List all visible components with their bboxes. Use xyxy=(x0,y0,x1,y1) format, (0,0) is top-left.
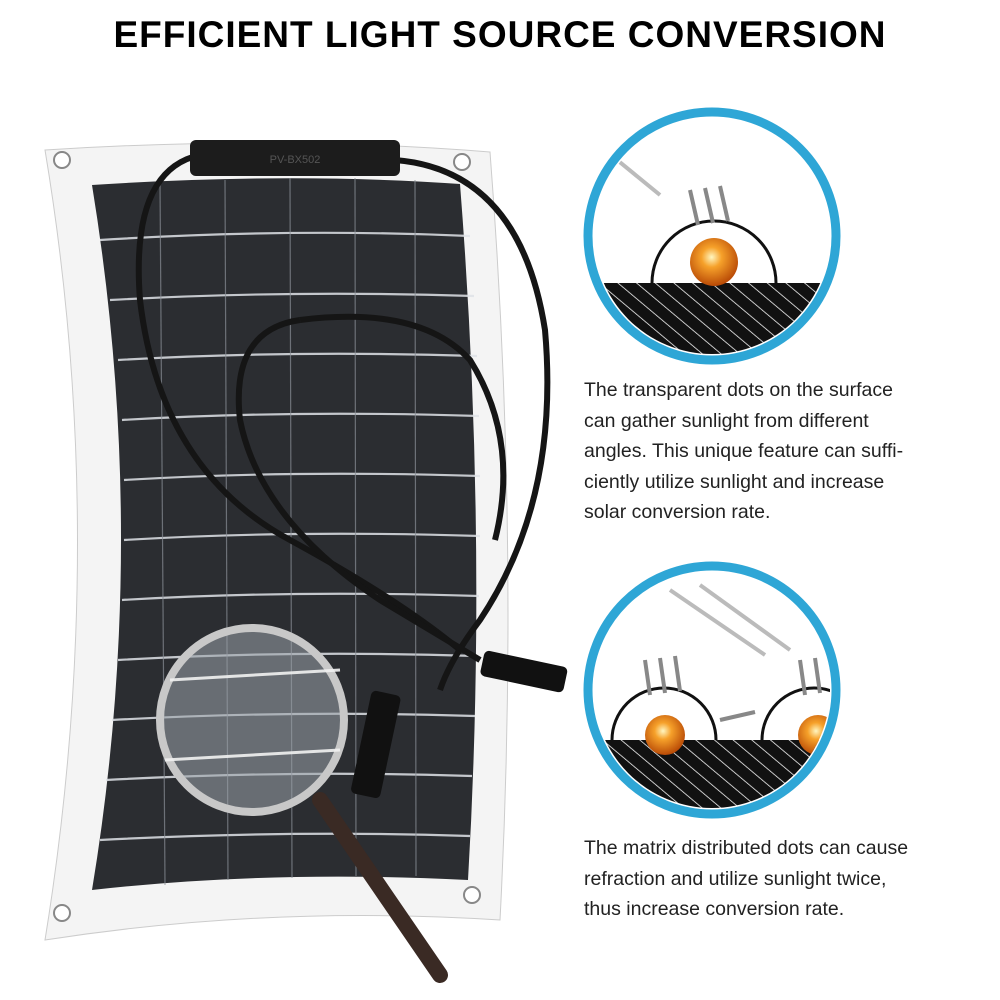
description-line: thus increase conversion rate. xyxy=(584,898,845,920)
magnifying-glass xyxy=(156,624,448,983)
page-title: EFFICIENT LIGHT SOURCE CONVERSION xyxy=(113,14,887,55)
description-line: The transparent dots on the surface xyxy=(584,379,893,401)
description-line: The matrix distributed dots can cause xyxy=(584,837,909,859)
junction-box xyxy=(190,140,400,176)
description-line: ciently utilize sunlight and increase xyxy=(584,470,885,493)
refraction-diagram-double xyxy=(583,561,841,819)
mounting-grommets xyxy=(53,151,481,922)
refraction-diagram-single xyxy=(583,107,841,365)
mc4-connectors xyxy=(351,650,568,799)
description-line: solar conversion rate. xyxy=(584,501,771,523)
junction-box-label: PV-BX502 xyxy=(270,154,321,166)
description-line: angles. This unique feature can suffi- xyxy=(584,440,904,462)
description-matrix-dots: The matrix distributed dots can cause re… xyxy=(584,833,984,925)
description-line: refraction and utilize sunlight twice, xyxy=(584,867,887,890)
description-surface-dots: The transparent dots on the surface can … xyxy=(584,375,984,528)
description-line: can gather sunlight from different xyxy=(584,409,869,432)
solar-panel xyxy=(44,142,509,941)
cables xyxy=(135,152,551,691)
